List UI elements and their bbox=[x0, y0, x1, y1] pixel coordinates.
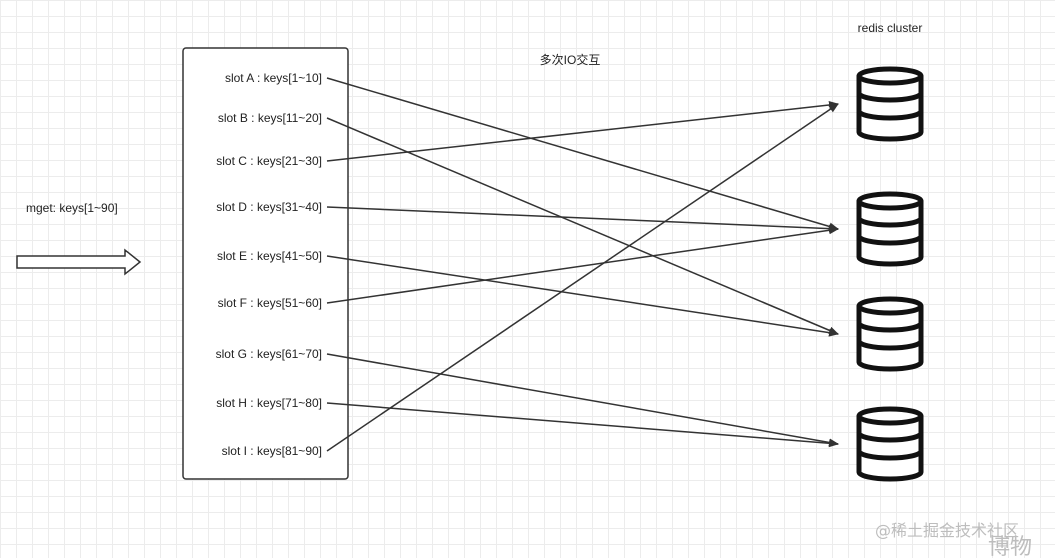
edge-slot-f-to-node-2 bbox=[326, 226, 839, 304]
edge-slot-a-to-node-2 bbox=[326, 77, 839, 231]
slot-container bbox=[182, 47, 349, 480]
title-label: 多次IO交互 bbox=[540, 52, 601, 67]
watermark: @稀土掘金技术社区 bbox=[875, 521, 1019, 540]
redis-node-1-database-icon bbox=[856, 66, 924, 142]
edge-slot-b-to-node-3 bbox=[326, 117, 839, 335]
input-arrow bbox=[16, 248, 142, 276]
edge-slot-d-to-node-2 bbox=[326, 206, 839, 233]
edge-slot-i-to-node-1 bbox=[326, 103, 839, 452]
slot-label-g: slot G : keys[61~70] bbox=[216, 347, 322, 361]
slot-list: slot A : keys[1~10] slot B : keys[11~20] s… bbox=[216, 71, 322, 458]
edge-slot-g-to-node-4 bbox=[326, 353, 839, 447]
slot-label-i: slot I : keys[81~90] bbox=[222, 444, 322, 458]
redis-node-3-database-icon bbox=[856, 296, 924, 372]
edge-slot-h-to-node-4 bbox=[326, 402, 839, 448]
cluster-label: redis cluster bbox=[858, 21, 923, 35]
slot-label-e: slot E : keys[41~50] bbox=[217, 249, 322, 263]
slot-label-f: slot F : keys[51~60] bbox=[218, 296, 322, 310]
input-label: mget: keys[1~90] bbox=[26, 201, 118, 215]
redis-node-2-database-icon bbox=[856, 191, 924, 267]
edges bbox=[326, 77, 839, 452]
edge-slot-c-to-node-1 bbox=[326, 101, 839, 162]
slot-label-b: slot B : keys[11~20] bbox=[218, 111, 322, 125]
redis-node-4-database-icon bbox=[856, 406, 924, 482]
slot-label-c: slot C : keys[21~30] bbox=[216, 154, 322, 168]
slot-label-h: slot H : keys[71~80] bbox=[216, 396, 322, 410]
slot-label-a: slot A : keys[1~10] bbox=[225, 71, 322, 85]
edge-slot-e-to-node-3 bbox=[326, 255, 839, 337]
slot-label-d: slot D : keys[31~40] bbox=[216, 200, 322, 214]
watermark-overlay: 博物 bbox=[988, 535, 1032, 558]
redis-node-list bbox=[856, 66, 924, 482]
